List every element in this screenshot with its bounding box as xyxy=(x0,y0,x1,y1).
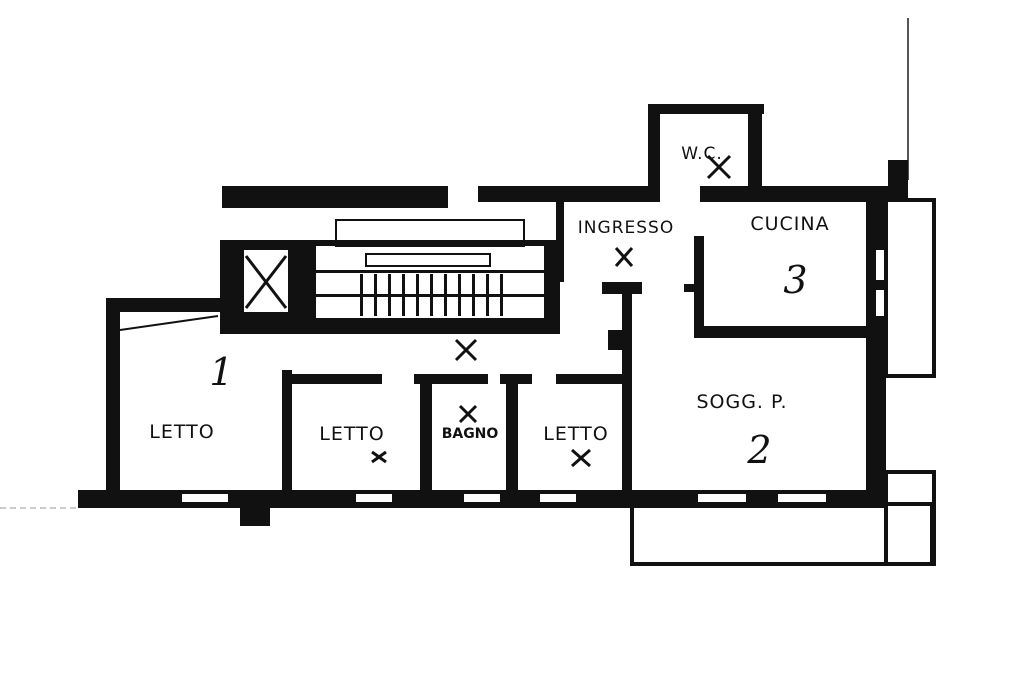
wall-top-kitchen xyxy=(700,186,890,202)
window-bottom-6 xyxy=(778,494,826,502)
wall-bagno-right xyxy=(506,374,518,494)
window-right-1 xyxy=(876,250,884,280)
room-label-cucina: CUCINA xyxy=(750,213,830,235)
room-label-letto-2: LETTO xyxy=(319,423,385,445)
x-markers xyxy=(371,154,732,468)
room-label-letto-3: LETTO xyxy=(543,423,609,445)
wall-top-middle xyxy=(478,186,660,202)
window-right-2 xyxy=(876,290,884,316)
wall-left-top xyxy=(106,298,228,312)
wall-ingresso-left xyxy=(556,200,564,282)
room-label-soggiorno: SOGG. P. xyxy=(696,391,788,413)
stair-rail xyxy=(335,219,525,247)
window-bottom-5 xyxy=(698,494,746,502)
room-label-letto-1: LETTO xyxy=(149,421,215,443)
room-label-ingresso: INGRESSO xyxy=(577,218,675,238)
window-bottom-3 xyxy=(464,494,500,502)
wall-letto3-top xyxy=(556,374,626,384)
wall-soggiorno-left xyxy=(622,282,632,494)
stair-landing-line xyxy=(119,315,219,331)
wall-wc-top xyxy=(648,104,764,114)
wall-right xyxy=(866,196,886,506)
balcony-bottom-right xyxy=(884,470,936,566)
wall-kitchen-bottom xyxy=(694,326,872,338)
wall-bagno-top xyxy=(414,374,488,384)
room-label-bagno: BAGNO xyxy=(441,426,499,442)
room-label-wc: W.C. xyxy=(681,144,723,164)
elevator-cross-b xyxy=(244,255,288,309)
wall-jog xyxy=(608,330,622,350)
wall-bottom-pillar xyxy=(240,504,270,526)
window-bottom-1 xyxy=(182,494,228,502)
wall-top-left xyxy=(222,186,448,208)
wall-wc-right xyxy=(748,104,762,200)
balcony-right xyxy=(884,198,936,378)
wall-corner-top-right xyxy=(888,160,908,202)
room-number-3: 3 xyxy=(783,258,809,302)
wall-left xyxy=(106,298,120,504)
window-bottom-4 xyxy=(540,494,576,502)
stair-treads xyxy=(316,253,544,316)
wall-letto1-right xyxy=(282,370,292,494)
wall-kitchen-door xyxy=(684,284,696,292)
window-bottom-2 xyxy=(356,494,392,502)
wall-bagno-top-b xyxy=(500,374,532,384)
wall-letto2-right xyxy=(420,374,432,494)
wall-letto2-top xyxy=(282,374,382,384)
room-number-1: 1 xyxy=(209,350,235,394)
wall-kitchen-left xyxy=(694,236,704,336)
wall-wc-left xyxy=(648,104,660,200)
room-number-2: 2 xyxy=(747,428,773,472)
